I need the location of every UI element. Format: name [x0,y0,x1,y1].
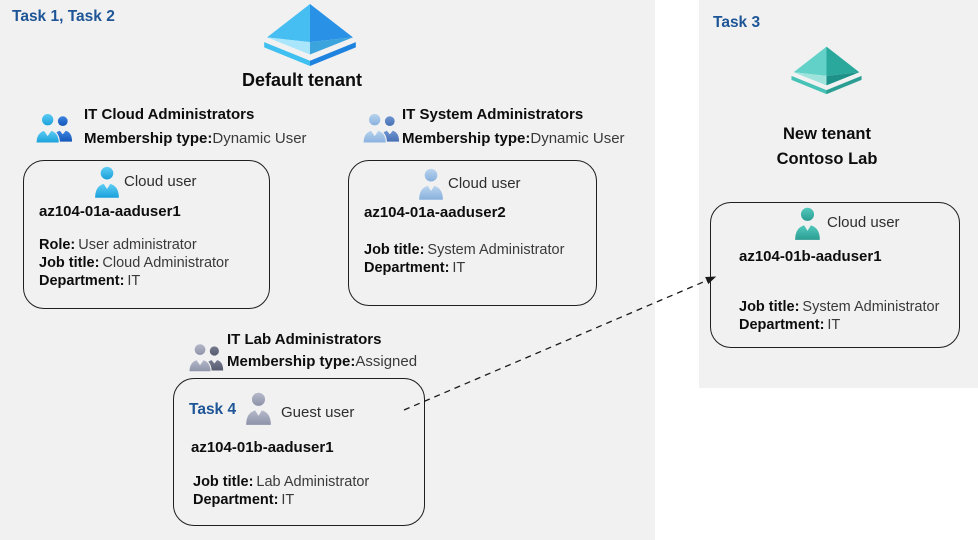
field-value: IT [452,260,466,276]
new-tenant-title-line2: Contoso Lab [776,150,878,168]
field-label: Job title: [193,474,254,490]
field-value: User administrator [78,237,197,253]
field-label: Job title: [739,299,800,315]
field-row: Job title:System Administrator [364,241,564,259]
guest-user-icon [245,392,272,425]
group-name-it-system-admins: IT System Administrators [402,106,584,123]
field-row: Department:IT [193,491,369,509]
user-name: az104-01a-aaduser2 [364,204,506,221]
user-name: az104-01b-aaduser1 [739,248,882,265]
group-icon-it-cloud-admins [35,111,74,145]
user-card-az104-01a-aaduser1: Cloud user az104-01a-aaduser1 Role:User … [23,160,270,309]
user-type-label: Guest user [281,404,355,421]
field-label: Department: [739,317,825,333]
task-3-label: Task 3 [713,14,761,31]
new-tenant-title-line1: New tenant [782,125,871,143]
field-value: System Administrator [427,242,565,258]
guest-card-az104-01b-aaduser1: Task 4 Guest user az104-01b-aaduser1 Job… [173,378,425,526]
field-row: Department:IT [364,259,564,277]
azure-ad-icon [262,3,358,66]
field-row: Job title:Cloud Administrator [39,254,229,272]
membership-label: Membership type: [402,130,531,147]
task-4-label: Task 4 [189,401,237,418]
membership-value: Assigned [355,353,418,370]
cloud-user-icon [94,166,120,198]
user-type-label: Cloud user [448,175,521,192]
cloud-user-icon [794,207,821,240]
user-card-az104-01a-aaduser2: Cloud user az104-01a-aaduser2 Job title:… [348,160,597,306]
membership-value: Dynamic User [530,130,625,147]
field-value: Lab Administrator [256,474,370,490]
field-label: Role: [39,237,76,253]
group-icon-it-system-admins [362,111,401,145]
field-label: Job title: [364,242,425,258]
default-tenant-panel [0,0,655,540]
task-1-2-label: Task 1, Task 2 [12,8,115,25]
field-value: IT [281,492,295,508]
membership-value: Dynamic User [212,130,307,147]
user-card-az104-01b-aaduser1-new-tenant: Cloud user az104-01b-aaduser1 Job title:… [710,202,960,348]
user-name: az104-01a-aaduser1 [39,203,181,220]
field-row: Role:User administrator [39,236,229,254]
field-row: Department:IT [739,316,939,334]
field-value: Cloud Administrator [102,255,229,271]
field-value: System Administrator [802,299,940,315]
user-name: az104-01b-aaduser1 [191,439,334,456]
membership-type-it-system-admins: Membership type:Dynamic User [402,130,625,147]
group-name-it-lab-admins: IT Lab Administrators [227,331,382,348]
field-row: Job title:Lab Administrator [193,473,369,491]
field-label: Department: [364,260,450,276]
membership-type-it-lab-admins: Membership type:Assigned [227,353,417,370]
membership-label: Membership type: [227,353,356,370]
cloud-user-icon [418,168,444,200]
membership-label: Membership type: [84,130,213,147]
user-type-label: Cloud user [827,214,900,231]
field-row: Department:IT [39,272,229,290]
membership-type-it-cloud-admins: Membership type:Dynamic User [84,130,307,147]
user-type-label: Cloud user [124,173,197,190]
field-label: Job title: [39,255,100,271]
group-icon-it-lab-admins [188,341,225,374]
group-name-it-cloud-admins: IT Cloud Administrators [84,106,255,123]
azure-ad-icon-teal [790,37,863,103]
field-value: IT [827,317,841,333]
field-label: Department: [39,273,125,289]
field-label: Department: [193,492,279,508]
field-row: Job title:System Administrator [739,298,939,316]
field-value: IT [127,273,141,289]
default-tenant-title: Default tenant [241,70,362,90]
